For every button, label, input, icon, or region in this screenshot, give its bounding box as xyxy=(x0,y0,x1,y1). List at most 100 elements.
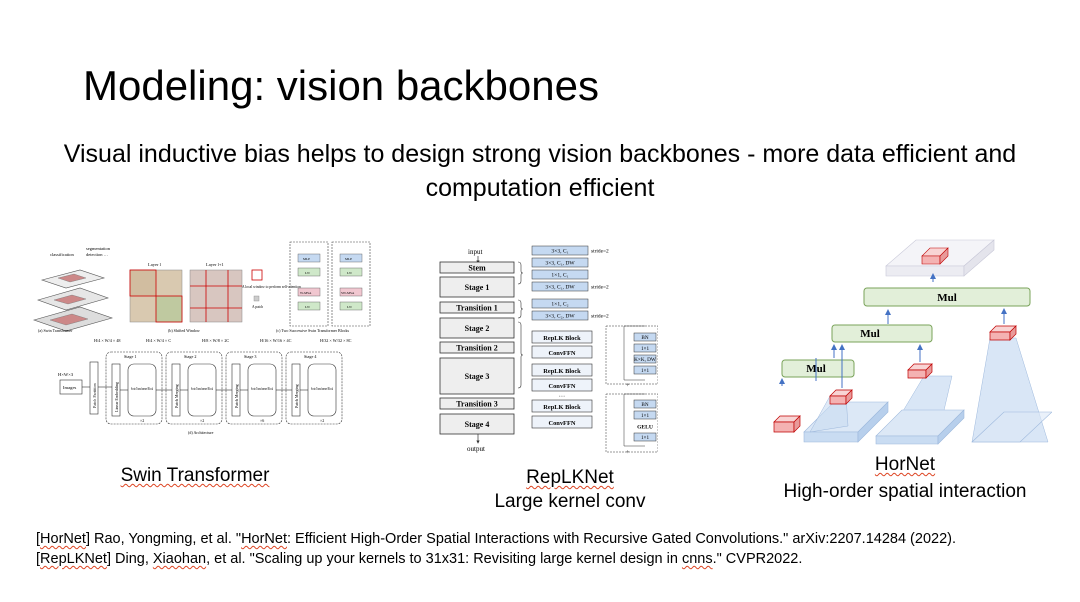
replk-stage-column: Stem Stage 1 Transition 1 Stage 2 Transi… xyxy=(439,261,515,435)
ln-label-2: LN xyxy=(305,305,310,309)
stride-label-2: stride=2 xyxy=(591,285,609,291)
shifted-window-diagram: Layer l Layer l+1 A local window to perf… xyxy=(129,262,301,333)
hornet-mul-boxes: Mul Mul Mul xyxy=(781,287,1031,378)
replk-transition-1: Transition 1 xyxy=(456,304,497,313)
dim-label-4: H/32 × W/32 × 8C xyxy=(320,338,352,343)
ln-label: LN xyxy=(305,271,310,275)
hornet-pyramid-3 xyxy=(971,325,1052,443)
replk-stage-blocks: RepLK Block ConvFFN RepLK Block ConvFFN … xyxy=(531,330,593,429)
replknet-subcaption: Large kernel conv xyxy=(494,491,646,512)
layer-l-label: Layer l xyxy=(148,262,162,267)
hw3-label: H×W×3 xyxy=(58,372,74,377)
sub-b-label: (b) Shifted Window xyxy=(168,328,200,333)
stage-block-1: ConvFFN xyxy=(549,350,576,357)
replk-stage-4: Stage 4 xyxy=(465,420,490,429)
stage-block-ellipsis: … xyxy=(559,392,565,399)
linear-embedding-label: Linear Embedding xyxy=(114,382,119,412)
sub-d-label: (d) Architecture xyxy=(188,430,214,435)
swin-block-label-2: Swin Transformer Block xyxy=(191,387,213,391)
stage-block-3: ConvFFN xyxy=(549,383,576,390)
ffn-op-0: BN xyxy=(641,402,648,408)
replknet-caption: RepLKNet xyxy=(440,466,700,490)
mlp-label: MLP xyxy=(303,257,310,261)
trans-op-1: 3×3, C₂, DW xyxy=(545,314,575,320)
replk-plus-1: + xyxy=(626,383,630,389)
hornet-cube-left xyxy=(773,415,801,433)
reference-hornet: [HorNet] Rao, Yongming, et al. "HorNet: … xyxy=(36,531,957,547)
classification-label: classification xyxy=(50,252,74,257)
ref-word: cnns xyxy=(681,551,713,567)
replk-output-label: output xyxy=(467,445,485,453)
repeat-label-2: ×2 xyxy=(200,418,204,423)
stage-1-label: Stage 1 xyxy=(124,354,136,359)
hornet-caption: HorNet xyxy=(770,453,1040,477)
segmentation-label: segmentation xyxy=(86,246,111,251)
slide-subtitle: Visual inductive bias helps to design st… xyxy=(63,140,1017,202)
swin-architecture-diagram: H/4 × W/4 × 48 H/4 × W/4 × C H/8 × W/8 ×… xyxy=(58,338,352,435)
replk-stem: Stem xyxy=(468,264,486,273)
replk-block-detail: BN 1×1 K×K, DW 1×1 + BN 1×1 GELU 1×1 + xyxy=(605,325,658,456)
replk-transition-2: Transition 2 xyxy=(456,344,497,353)
layer-l1-label: Layer l+1 xyxy=(206,262,224,267)
local-window-label: A local window to perform self-attention xyxy=(242,285,301,289)
ffn-op-2: GELU xyxy=(637,425,653,431)
reference-replknet: [RepLKNet] Ding, Xiaohan, et al. "Scalin… xyxy=(36,551,803,567)
swin-transformer-figure: segmentation detection … classification … xyxy=(32,241,371,435)
ffn-op-1: 1×1 xyxy=(641,413,650,419)
ln-label-3: LN xyxy=(347,271,352,275)
images-label: Images xyxy=(63,385,76,390)
replk-stem-ops: 3×3, C₁ 3×3, C₁, DW 1×1, C₁ 3×3, C₁, DW … xyxy=(531,245,609,321)
stage-3-label: Stage 3 xyxy=(244,354,256,359)
replk-op-0: BN xyxy=(641,335,648,341)
stage-4-label: Stage 4 xyxy=(304,354,317,359)
stage-block-2: RepLK Block xyxy=(543,368,581,375)
trans-op-0: 1×1, C₂ xyxy=(551,302,568,308)
a-patch-label: A patch xyxy=(252,305,263,309)
dim-label-3: H/16 × W/16 × 4C xyxy=(260,338,292,343)
swin-block-label-4: Swin Transformer Block xyxy=(311,387,333,391)
mul-label-2: Mul xyxy=(860,328,880,340)
dim-label-1: H/4 × W/4 × C xyxy=(146,338,171,343)
repeat-label-3: ×6 xyxy=(260,418,264,423)
patch-partition-label: Patch Partition xyxy=(92,382,97,408)
replk-stage-3: Stage 3 xyxy=(465,372,490,381)
stage-block-5: RepLK Block xyxy=(543,404,581,411)
ref-tag: RepLKNet xyxy=(40,551,107,567)
patch-merging-label-2: Patch Merging xyxy=(234,384,239,408)
patch-merging-label-3: Patch Merging xyxy=(294,384,299,408)
replk-transition-3: Transition 3 xyxy=(456,400,497,409)
stage-block-0: RepLK Block xyxy=(543,335,581,342)
replk-op-1: 1×1 xyxy=(641,346,650,352)
dim-label-0: H/4 × W/4 × 48 xyxy=(94,338,121,343)
sub-c-label: (c) Two Successive Swin Transformer Bloc… xyxy=(276,328,350,333)
stem-op-3: 3×3, C₁, DW xyxy=(545,285,575,291)
ref-author: Xiaohan xyxy=(152,551,207,567)
hornet-ghost-cube xyxy=(885,239,995,277)
hornet-figure: Mul Mul Mul xyxy=(773,239,1052,445)
wmsa-label: W-MSA xyxy=(300,291,312,295)
replknet-figure: input Stem Stage 1 Transition 1 Stage 2 … xyxy=(439,245,658,456)
swin-caption: Swin Transformer xyxy=(60,464,330,488)
replknet-caption-text: RepLKNet xyxy=(526,467,614,488)
hornet-caption-text: HorNet xyxy=(874,454,936,475)
stage-block-6: ConvFFN xyxy=(549,420,576,427)
stage-2-label: Stage 2 xyxy=(184,354,196,359)
swin-block-label-3: Swin Transformer Block xyxy=(251,387,273,391)
swin-caption-text: Swin Transformer xyxy=(120,465,270,486)
replk-op-2: K×K, DW xyxy=(634,357,656,363)
repeat-label-4: ×2 xyxy=(320,418,324,423)
patch-merging-label-1: Patch Merging xyxy=(174,384,179,408)
hornet-pyramid-1 xyxy=(803,389,889,443)
swmsa-label: SW-MSA xyxy=(341,291,355,295)
replk-input-label: input xyxy=(468,248,482,256)
slide-title: Modeling: vision backbones xyxy=(83,62,599,109)
detection-label: detection … xyxy=(86,252,109,257)
stem-op-0: 3×3, C₁ xyxy=(551,249,568,255)
swin-block-label-1: Swin Transformer Block xyxy=(131,387,153,391)
ffn-op-3: 1×1 xyxy=(641,435,650,441)
mlp-label-2: MLP xyxy=(345,257,352,261)
mul-label-3: Mul xyxy=(937,292,957,304)
replk-stage-1: Stage 1 xyxy=(465,283,490,292)
sub-a-label: (a) Swin Transformer xyxy=(38,328,73,333)
replk-op-3: 1×1 xyxy=(641,368,650,374)
